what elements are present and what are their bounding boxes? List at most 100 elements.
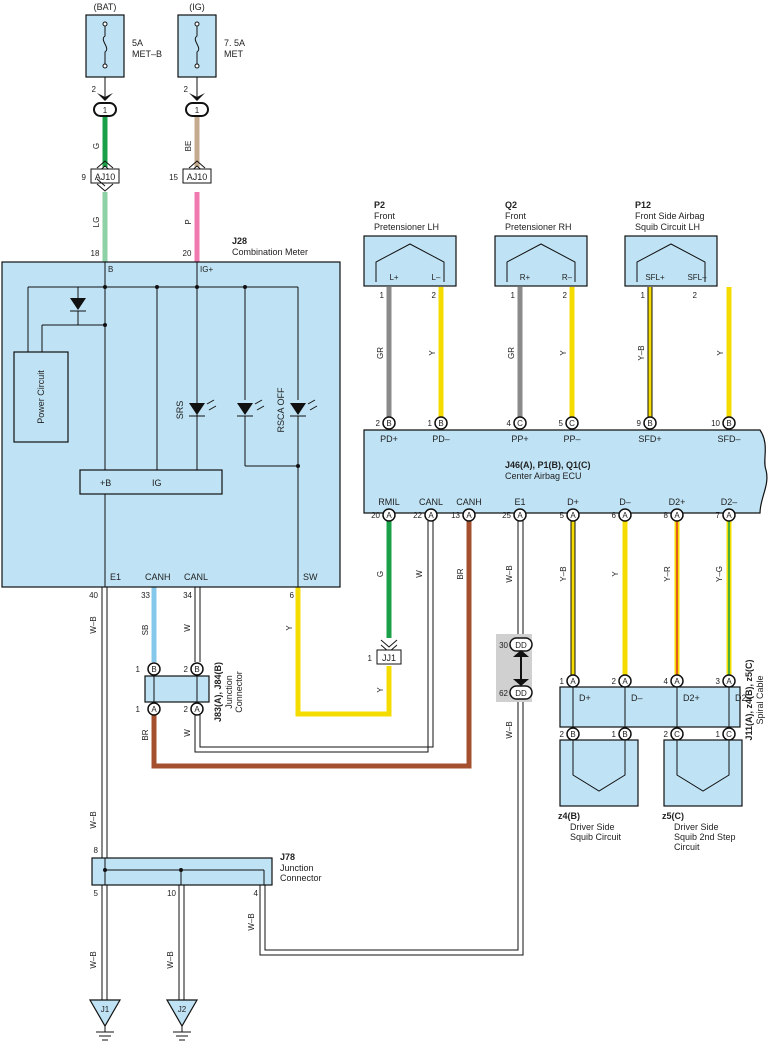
ecu-top-pin-num: 2 (376, 419, 381, 428)
meter-pin-sw-num: 6 (290, 591, 295, 600)
wire-label-canl: W (415, 570, 424, 578)
squib-z5-symbol (676, 740, 730, 792)
sensor-name2: Pretensioner LH (374, 222, 439, 232)
wire-label-j1: W–B (89, 951, 98, 968)
sensor-code: Q2 (505, 200, 517, 210)
ecu-bottom-pin-conn: A (726, 511, 732, 520)
fuse-ig: (IG) 7. 5A MET 2 1 (177, 2, 245, 117)
ecu-box (363, 429, 768, 514)
meter-pin-canh-num: 33 (141, 591, 150, 600)
sensor-pin2-num: 2 (693, 291, 698, 300)
spiral-pin-label: D2– (735, 693, 752, 703)
wire-label-e1: W–B (505, 565, 514, 582)
squib-z5-code: z5(C) (662, 811, 684, 821)
j78-name1: Junction (280, 863, 314, 873)
wire-canh-brown (151, 521, 472, 769)
spiral-top-pin-conn: A (622, 677, 628, 686)
sensor-squib-symbol (375, 243, 445, 282)
ecu-bottom-pin-label: D2– (721, 497, 738, 507)
fuse-ig-pin: 2 (184, 85, 189, 94)
ecu-name: Center Airbag ECU (505, 471, 582, 481)
sensor-pin2-label: SFL– (687, 273, 707, 282)
ecu-top-pin-conn: B (647, 419, 652, 428)
sensor-pin2-num: 2 (432, 291, 437, 300)
spiral-top-pin-conn: A (570, 677, 576, 686)
wire-label-meter-ig: P (184, 219, 193, 224)
sensor-name1: Front (374, 211, 396, 221)
meter-code: J28 (232, 236, 247, 246)
center-airbag-ecu: J46(A), P1(B), Q1(C) Center Airbag ECU (363, 429, 768, 514)
ecu-top-pin-conn: B (438, 419, 443, 428)
wire-label-d2minus: Y–G (715, 566, 724, 582)
wire-label-jj1-out: Y (376, 687, 385, 693)
sensor-code: P12 (635, 200, 651, 210)
svg-text:B: B (151, 665, 156, 674)
meter-pin-b-num: 18 (91, 249, 100, 258)
fuse-bat-pin: 2 (92, 85, 97, 94)
j83-code: J83(A), J84(B) (213, 662, 223, 722)
spiral-bottom-pin-num: 1 (716, 730, 721, 739)
ecu-top-pin-label: PD+ (380, 434, 398, 444)
spiral-top-pin-num: 3 (716, 677, 721, 686)
fuse-bat-supply: (BAT) (94, 2, 117, 12)
fuse-bat-conn: 1 (103, 106, 108, 115)
ecu-bottom-pin-num: 5 (560, 511, 565, 520)
srs-label: SRS (175, 401, 185, 420)
squib-z4-line1: Driver Side (570, 822, 615, 832)
meter-pin-sw-label: SW (303, 572, 318, 582)
ecu-bottom-pin-conn: A (622, 511, 628, 520)
ecu-bottom-pin-conn: A (570, 511, 576, 520)
meter-ic-b: +B (100, 478, 111, 488)
sensor-name1: Front (505, 211, 527, 221)
wire-label-canh: BR (456, 568, 465, 579)
spiral-pin-label: D2+ (683, 693, 700, 703)
rsca-label: RSCA OFF (276, 387, 286, 433)
meter-pin-canh-label: CANH (145, 572, 171, 582)
aj10-pin-right: 15 (169, 173, 178, 182)
dd-connector: DD 30 DD 62 (496, 634, 533, 702)
ground-j2-label: J2 (178, 1005, 187, 1014)
ecu-bottom-pin-num: 13 (451, 511, 460, 520)
spiral-box (559, 686, 741, 728)
white-wire-layer (101, 521, 524, 1000)
j78-pin-5: 5 (94, 889, 99, 898)
wire-label-j2: W–B (166, 951, 175, 968)
fuse-ig-name: MET (224, 49, 244, 59)
spiral-name: Spiral Cable (755, 675, 765, 724)
j78-pin-in: 8 (94, 846, 99, 855)
wire-label-j83-w: W (183, 729, 192, 737)
wire-label-p12-2: Y (716, 350, 725, 356)
wire-label-dd-out: W–B (505, 721, 514, 738)
ecu-bottom-pin-num: 25 (502, 511, 511, 520)
wire-label-j78-in: W–B (89, 811, 98, 828)
ecu-bottom-pin-num: 6 (612, 511, 617, 520)
wire-label-d2plus: Y–R (663, 566, 672, 582)
ecu-bottom-pin-label: D+ (567, 497, 579, 507)
sensor-squib-symbol (506, 243, 576, 282)
spiral-cable: J11(A), z4(B), z5(C) Spiral Cable (559, 659, 765, 741)
ecu-top-pin-label: SFD– (717, 434, 740, 444)
wire-label-p2-2: Y (428, 350, 437, 356)
ecu-top-pin-num: 5 (559, 419, 564, 428)
squib-z5-line3: Circuit (674, 842, 700, 852)
spiral-bottom-pin-num: 2 (664, 730, 669, 739)
wire-label-meter-sw: Y (285, 625, 294, 631)
squib-z4-line2: Squib Circuit (570, 832, 622, 842)
wire-label-j78-4: W–B (247, 913, 256, 930)
wire-label-rmil: G (376, 571, 385, 577)
ecu-top-pin-label: PP– (563, 434, 580, 444)
wire-label-bat: G (92, 143, 101, 149)
fuse-ig-supply: (IG) (189, 2, 205, 12)
